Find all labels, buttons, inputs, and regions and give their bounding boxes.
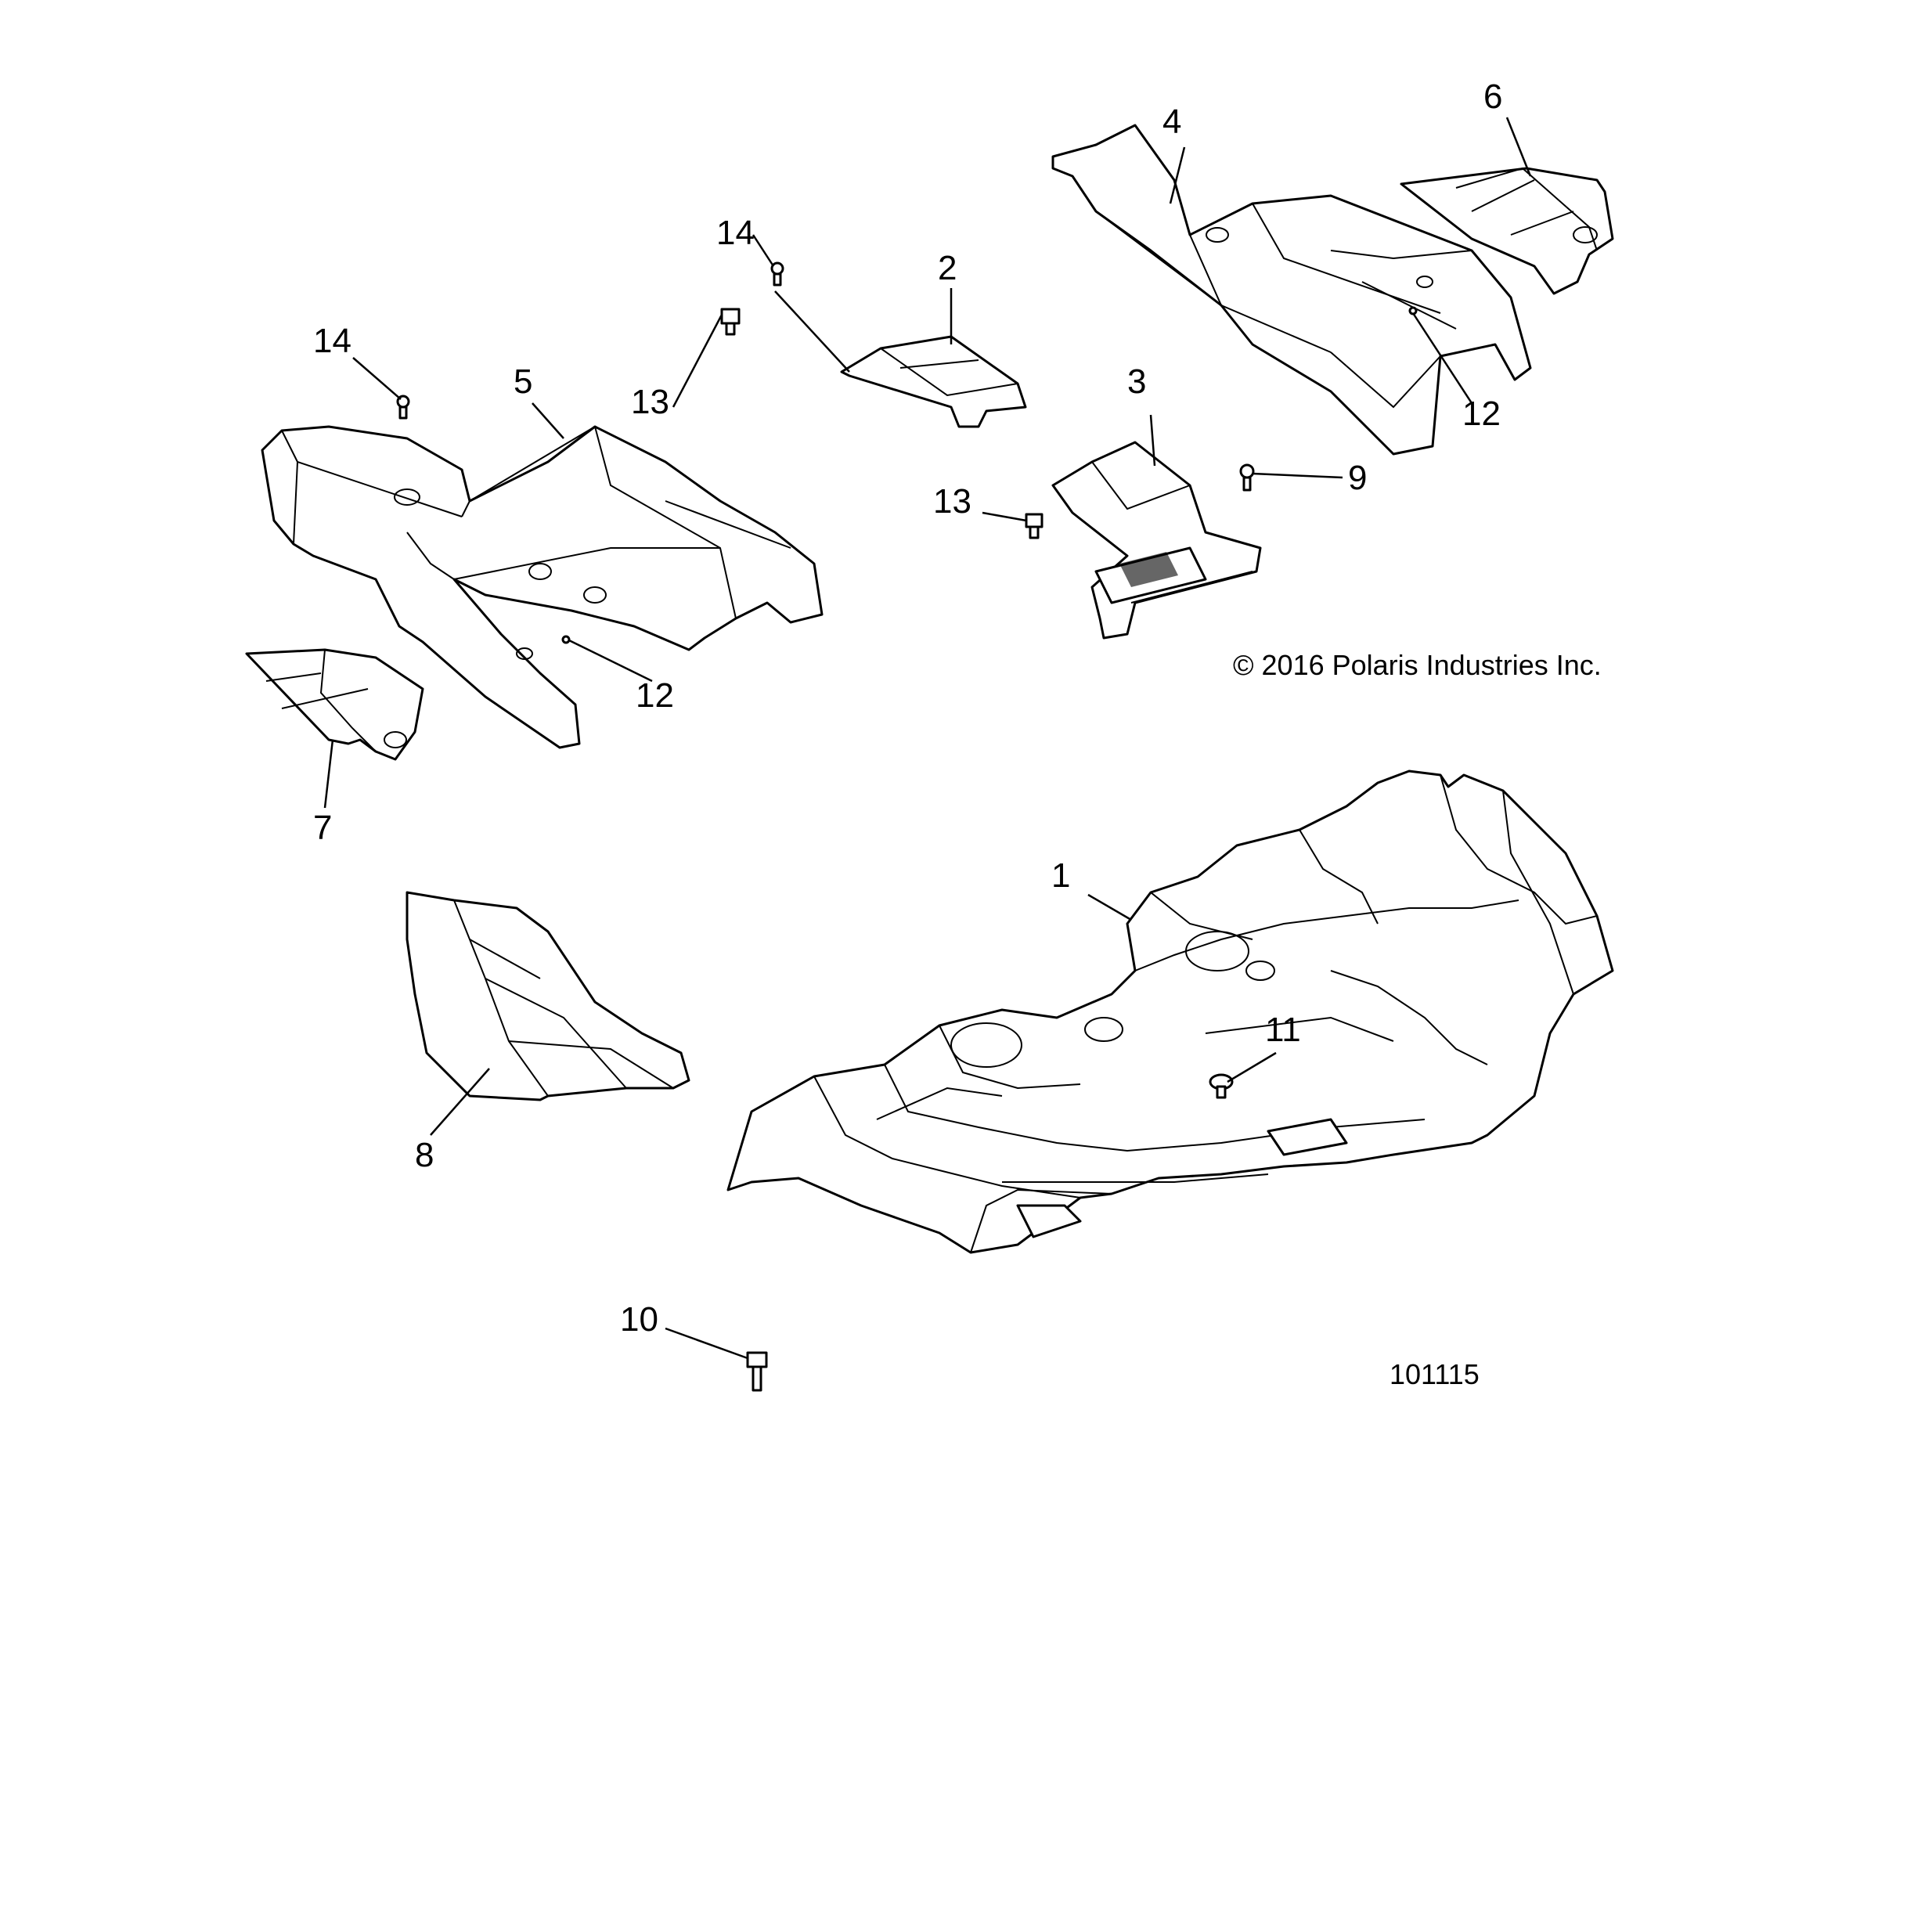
leader-lines — [323, 117, 1532, 1360]
fastener-9 — [1239, 463, 1255, 492]
part-7-left-side-panel — [245, 648, 424, 761]
part-3-console-bracket — [1051, 441, 1262, 640]
callout-3: 3 — [1127, 362, 1146, 401]
fastener-10 — [746, 1351, 768, 1392]
callout-13-upper: 13 — [631, 383, 669, 421]
callout-8: 8 — [415, 1136, 434, 1174]
callout-12-upper: 12 — [1462, 395, 1501, 433]
part-5-front-body — [261, 425, 824, 749]
callout-4: 4 — [1162, 103, 1181, 141]
fastener-13-lower — [1025, 513, 1043, 539]
fastener-14-left — [396, 395, 410, 420]
fastener-12-left — [561, 635, 571, 644]
callout-13-lower: 13 — [933, 482, 971, 521]
part-1-main-body — [726, 770, 1614, 1254]
callout-7: 7 — [313, 809, 332, 847]
callout-12-left: 12 — [636, 676, 674, 715]
part-2-cover-plate — [840, 335, 1027, 428]
callout-6: 6 — [1483, 77, 1502, 116]
figure-number: 101115 — [1390, 1358, 1480, 1390]
fastener-14-upper — [770, 261, 784, 287]
callout-5: 5 — [514, 362, 532, 401]
fastener-11 — [1209, 1073, 1234, 1099]
callout-11: 11 — [1265, 1011, 1301, 1049]
copyright-notice: © 2016 Polaris Industries Inc. — [1233, 649, 1602, 681]
part-4-rear-cover — [1051, 124, 1532, 456]
callout-14-left: 14 — [313, 322, 351, 360]
callout-10: 10 — [620, 1300, 658, 1339]
part-6-right-side-panel — [1400, 167, 1614, 295]
callout-2: 2 — [938, 249, 957, 287]
fastener-13-upper — [720, 308, 741, 336]
callout-14-upper: 14 — [716, 214, 755, 252]
part-8-front-skirt — [406, 891, 690, 1101]
fastener-12-upper — [1408, 306, 1418, 315]
callout-1: 1 — [1051, 856, 1070, 895]
callouts: 4 6 2 14 14 5 13 3 9 13 12 12 7 1 11 8 1… — [313, 77, 1602, 1390]
callout-9: 9 — [1348, 459, 1367, 497]
